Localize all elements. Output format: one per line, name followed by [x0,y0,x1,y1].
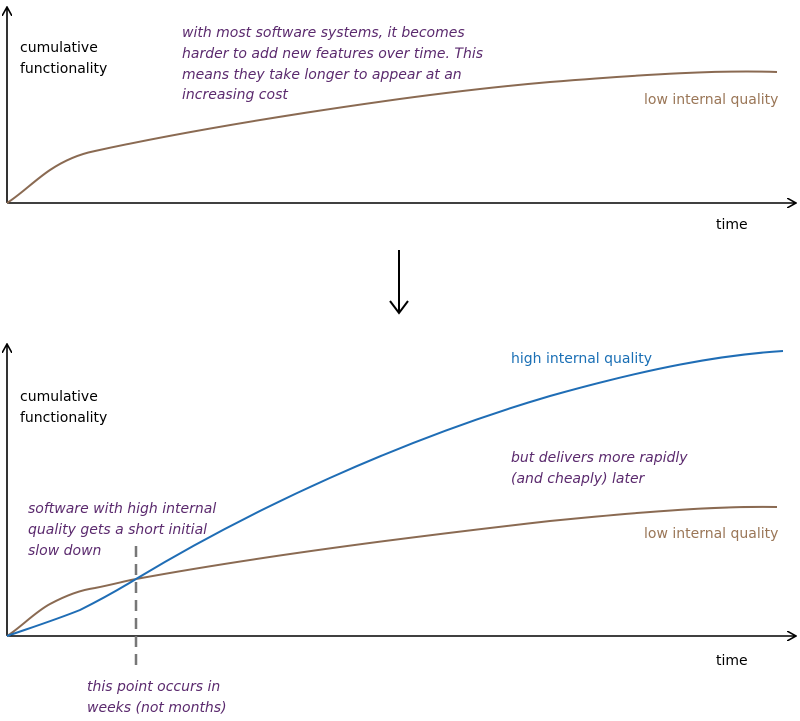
bottom-y-axis-label: cumulative functionality [20,389,107,426]
bottom-low-quality-label: low internal quality [644,526,778,542]
bottom-x-axis-label: time [716,653,748,669]
bottom-chart: cumulative functionality time low intern… [7,345,795,716]
bottom-note-later: but delivers more rapidly (and cheaply) … [511,450,692,487]
top-chart: cumulative functionality time with most … [7,8,795,233]
top-x-axis-label: time [716,217,748,233]
top-y-axis-label: cumulative functionality [20,40,107,77]
bottom-low-quality-curve [6,505,778,637]
top-low-quality-curve [6,70,778,204]
bottom-note-initial: software with high internal quality gets… [28,501,221,559]
bottom-note-point: this point occurs in weeks (not months) [87,679,227,716]
top-low-quality-label: low internal quality [644,92,778,108]
bottom-high-quality-curve [6,350,784,637]
top-note: with most software systems, it becomes h… [182,25,487,103]
bottom-high-quality-label: high internal quality [511,351,652,367]
down-arrow-icon [389,250,409,315]
